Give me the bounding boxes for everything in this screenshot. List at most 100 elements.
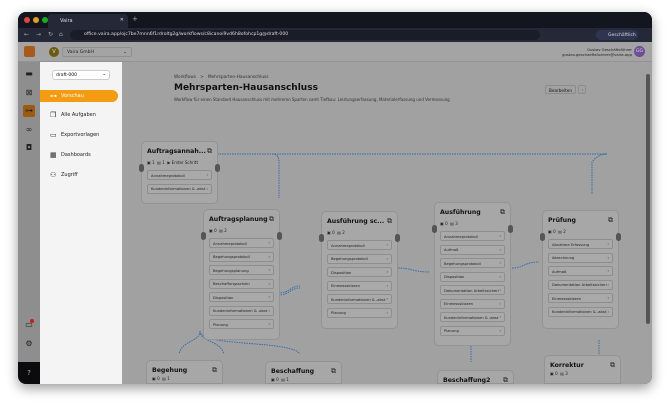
node-item[interactable]: Annahmeprotokoll› (147, 170, 212, 180)
open-external-icon[interactable]: ⧉ (331, 367, 336, 375)
workflow-node[interactable]: Beschaffung2⧉ (437, 370, 514, 384)
node-item[interactable]: Aufmaß› (440, 244, 505, 255)
url-input[interactable]: office.vaira.app/ojc7be7mnn6f1rdroltg2g/… (70, 30, 540, 40)
open-external-icon[interactable]: ⧉ (503, 376, 508, 384)
output-handle[interactable] (215, 164, 220, 172)
org-select[interactable]: Vaira GmbH⌄ (62, 47, 132, 57)
node-item[interactable]: Dokumentation Arbeitssicherl› (440, 285, 505, 295)
workflow-node[interactable]: Beschaffung⧉▣ 0 ▤ 1 (265, 361, 342, 384)
profile-button[interactable]: Geschäftlich (596, 30, 638, 40)
node-item[interactable]: Abnahme Erfassung› (548, 239, 613, 249)
panel-item-alle-aufgaben[interactable]: ❐Alle Aufgaben (40, 109, 118, 121)
close-tab-icon[interactable]: ✕ (119, 17, 124, 23)
user-icon: ▣ (152, 376, 156, 381)
open-external-icon[interactable]: ⧉ (608, 216, 613, 224)
input-handle[interactable] (139, 164, 144, 172)
open-external-icon[interactable]: ⧉ (207, 147, 212, 155)
help-icon[interactable]: ? (18, 362, 40, 384)
user-icon: ▣ (209, 228, 213, 233)
open-external-icon[interactable]: ⧉ (500, 208, 505, 216)
workflow-icon[interactable]: ⊶ (23, 105, 35, 117)
maximize-window-button[interactable] (42, 17, 48, 23)
input-handle[interactable] (432, 225, 437, 233)
node-item[interactable]: Disposition› (440, 271, 505, 282)
input-handle[interactable] (540, 233, 545, 241)
scrollbar[interactable] (646, 74, 650, 324)
node-item[interactable]: Abrechnung› (548, 252, 613, 263)
output-handle[interactable] (277, 232, 282, 240)
open-external-icon[interactable]: ⧉ (269, 215, 274, 223)
node-item[interactable]: Beschaffungsschein› (209, 278, 274, 289)
node-item[interactable]: Einmessskizzen› (548, 293, 613, 303)
contacts-icon[interactable]: ◘ (25, 143, 33, 152)
chevron-right-icon: › (268, 241, 270, 245)
node-item[interactable]: Planung› (440, 325, 505, 336)
node-item[interactable]: Annahmeprotokoll› (209, 238, 274, 248)
breadcrumb-workflows[interactable]: Workflows (174, 75, 196, 80)
node-item[interactable]: Disposition› (209, 292, 274, 302)
output-handle[interactable] (616, 233, 621, 241)
breadcrumb-current: Mehrsparten-Hausanschluss (207, 75, 269, 80)
app-logo[interactable] (24, 46, 35, 57)
panel-item-dashboards[interactable]: ▦Dashboards (40, 149, 118, 161)
browser-tab[interactable]: Vaira✕ (48, 14, 128, 28)
version-select[interactable]: draft-000⌄ (52, 70, 110, 80)
reload-button[interactable]: ↻ (48, 31, 54, 38)
node-item[interactable]: Kundeninformationen & -abst› (327, 294, 392, 304)
panel-item-zugriff[interactable]: ⚇Zugriff (40, 169, 118, 181)
minimize-window-button[interactable] (33, 17, 39, 23)
notifications-icon[interactable]: ▭ (25, 319, 34, 329)
input-handle[interactable] (319, 234, 324, 242)
link-icon[interactable]: ∞ (25, 125, 33, 134)
node-item[interactable]: Aufmaß› (548, 266, 613, 276)
node-item[interactable]: Planung› (209, 319, 274, 329)
user-icon: ▣ (327, 230, 331, 235)
folder-icon[interactable]: ▬ (25, 69, 33, 78)
node-item[interactable]: Einmessskizzen› (440, 298, 505, 309)
page-title: Mehrsparten-Hausanschluss (174, 83, 318, 93)
node-item[interactable]: Kundeninformationen & -abst› (209, 305, 274, 316)
panel-item-exportvorlagen[interactable]: ▭Exportvorlagen (40, 129, 118, 141)
home-button[interactable]: ⌂ (59, 31, 63, 38)
panel-item-vorschau[interactable]: ⊶Vorschau (40, 90, 118, 102)
new-tab-button[interactable]: + (132, 15, 138, 23)
panel-item-label: Vorschau (61, 93, 84, 99)
node-role-count: 1 (286, 377, 289, 382)
node-items: Annahmeprotokoll› Aufmaß› Begehungsprotoko… (440, 231, 505, 339)
more-button[interactable]: ⋮ (578, 85, 586, 94)
open-external-icon[interactable]: ⧉ (387, 217, 392, 225)
node-item[interactable]: Begehungsprotokoll› (440, 258, 505, 268)
output-handle[interactable] (395, 234, 400, 242)
node-item[interactable]: Annahmeprotokoll› (327, 240, 392, 250)
node-item[interactable]: Annahmeprotokoll› (440, 231, 505, 241)
workflow-node[interactable]: Begehung⧉▣ 0 ▤ 1 (146, 360, 223, 384)
settings-icon[interactable]: ⚙ (25, 339, 33, 348)
node-item[interactable]: Disposition› (327, 267, 392, 277)
node-item[interactable]: Kundeninformationen & -abst› (440, 312, 505, 322)
node-item[interactable]: Kundeninformationen & -abst› (147, 183, 212, 194)
node-item[interactable]: Planung› (327, 307, 392, 318)
input-handle[interactable] (201, 232, 206, 240)
output-handle[interactable] (508, 225, 513, 233)
node-item[interactable]: Einmessskizzen› (327, 280, 392, 291)
user-avatar[interactable]: GG (634, 46, 645, 57)
edit-button[interactable]: Bearbeiten (545, 85, 577, 94)
node-item[interactable]: Begehungsplanung› (209, 265, 274, 275)
back-button[interactable]: ← (24, 31, 30, 38)
close-window-button[interactable] (24, 17, 30, 23)
workflow-node[interactable]: Korrektur⧉▣ 0 ▤ 3 (544, 355, 621, 384)
forward-button[interactable]: → (36, 31, 42, 38)
node-item[interactable]: Begehungsprotokoll› (327, 253, 392, 264)
node-item[interactable]: Begehungsprotokoll› (209, 251, 274, 262)
open-external-icon[interactable]: ⧉ (610, 361, 615, 369)
node-item[interactable]: Kundeninformationen & -abst› (548, 306, 613, 317)
open-external-icon[interactable]: ⧉ (212, 366, 217, 374)
tasks-icon[interactable]: ⊠ (25, 88, 33, 97)
node-item[interactable]: Dokumentation Arbeitssicherl› (548, 279, 613, 290)
workflow-node[interactable]: Auftragsannah...⧉▣ 1 ▤ 1 ▶ Erster Schrit… (139, 141, 220, 204)
